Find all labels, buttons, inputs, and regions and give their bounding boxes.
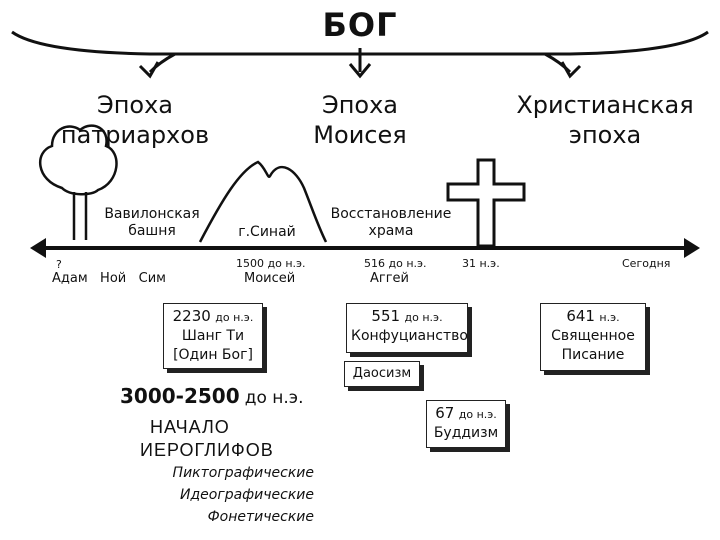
box-taoism: Даосизм [344, 361, 420, 387]
timeline-patriarchs-names: Адам Ной Сим [52, 271, 166, 286]
hieroglyph-type-phonetic: Фонетические [207, 509, 314, 525]
era-moses: Эпоха Моисея [280, 90, 440, 150]
box-buddhism-year: 67 [435, 404, 455, 422]
era-patriarchs: Эпоха патриархов [30, 90, 240, 150]
tree-icon [38, 124, 118, 240]
hieroglyphs-date: 3000-2500 до н.э. [120, 384, 304, 408]
timeline-moses-date: 1500 до н.э. [236, 257, 306, 270]
box-buddhism-date: 67 до н.э. [431, 404, 501, 424]
timeline-haggai-date: 516 до н.э. [364, 257, 427, 270]
arrowhead-moses [348, 63, 372, 79]
hieroglyphs-title-line1: НАЧАЛО [150, 417, 230, 437]
era-patriarchs-line2: патриархов [60, 121, 210, 149]
box-shangti-note: [Один Бог] [173, 347, 253, 363]
hieroglyphs-types: Пиктографические Идеографические Фонетич… [150, 462, 314, 528]
box-scripture-date: 641 н.э. [545, 307, 641, 327]
box-confucianism-suffix: до н.э. [404, 311, 443, 324]
page-title: БОГ [322, 6, 398, 44]
hieroglyph-type-ideographic: Идеографические [180, 487, 314, 503]
timeline-moses-name: Моисей [244, 271, 296, 286]
era-christian-line1: Христианская [516, 91, 694, 119]
box-shangti-date: 2230 до н.э. [168, 307, 258, 327]
era-moses-line2: Моисея [313, 121, 407, 149]
box-scripture-year: 641 [566, 307, 595, 325]
hieroglyphs-date-range: 3000-2500 [120, 384, 240, 408]
box-shangti-suffix: до н.э. [215, 311, 254, 324]
hieroglyphs-title-line2: ИЕРОГЛИФОВ [140, 440, 274, 460]
timeline-unknown-date: ? [56, 258, 62, 271]
box-shangti-name: Шанг Ти [181, 328, 245, 344]
box-confucianism-date: 551 до н.э. [351, 307, 463, 327]
event-babel: Вавилонская башня [92, 206, 212, 240]
timeline-right-arrowhead [684, 238, 700, 258]
event-babel-line1: Вавилонская [104, 206, 200, 222]
event-sinai: г.Синай [238, 224, 296, 240]
arrowhead-christian [560, 61, 582, 79]
box-scripture-suffix: н.э. [599, 311, 620, 324]
era-moses-line1: Эпоха [321, 91, 399, 119]
box-confucianism-name: Конфуцианство [351, 328, 468, 344]
box-buddhism-suffix: до н.э. [458, 408, 497, 421]
timeline-christ-date: 31 н.э. [462, 257, 500, 270]
box-confucianism: 551 до н.э. Конфуцианство [346, 303, 468, 353]
era-christian: Христианская эпоха [490, 90, 720, 150]
event-babel-line2: башня [128, 223, 176, 239]
event-temple-line1: Восстановление [330, 206, 452, 222]
timeline-today: Сегодня [622, 257, 671, 270]
cross-icon [446, 158, 526, 248]
box-scripture-line3: Писание [561, 347, 625, 363]
timeline-left-arrowhead [30, 238, 46, 258]
box-confucianism-year: 551 [371, 307, 401, 325]
mountain-icon [198, 160, 328, 243]
box-shangti-year: 2230 [172, 307, 211, 325]
box-shangti: 2230 до н.э. Шанг Ти [Один Бог] [163, 303, 263, 369]
timeline-haggai-name: Аггей [370, 271, 409, 286]
event-temple-line2: храма [368, 223, 414, 239]
box-scripture: 641 н.э. Священное Писание [540, 303, 646, 371]
box-buddhism: 67 до н.э. Буддизм [426, 400, 506, 448]
arrowhead-patriarchs [138, 61, 160, 79]
hieroglyph-type-pictographic: Пиктографические [172, 465, 314, 481]
era-christian-line2: эпоха [568, 121, 642, 149]
box-buddhism-name: Буддизм [433, 425, 499, 441]
era-patriarchs-line1: Эпоха [96, 91, 174, 119]
event-temple: Восстановление храма [326, 206, 456, 240]
box-scripture-line2: Священное [551, 328, 635, 344]
hieroglyphs-date-suffix: до н.э. [244, 388, 304, 408]
